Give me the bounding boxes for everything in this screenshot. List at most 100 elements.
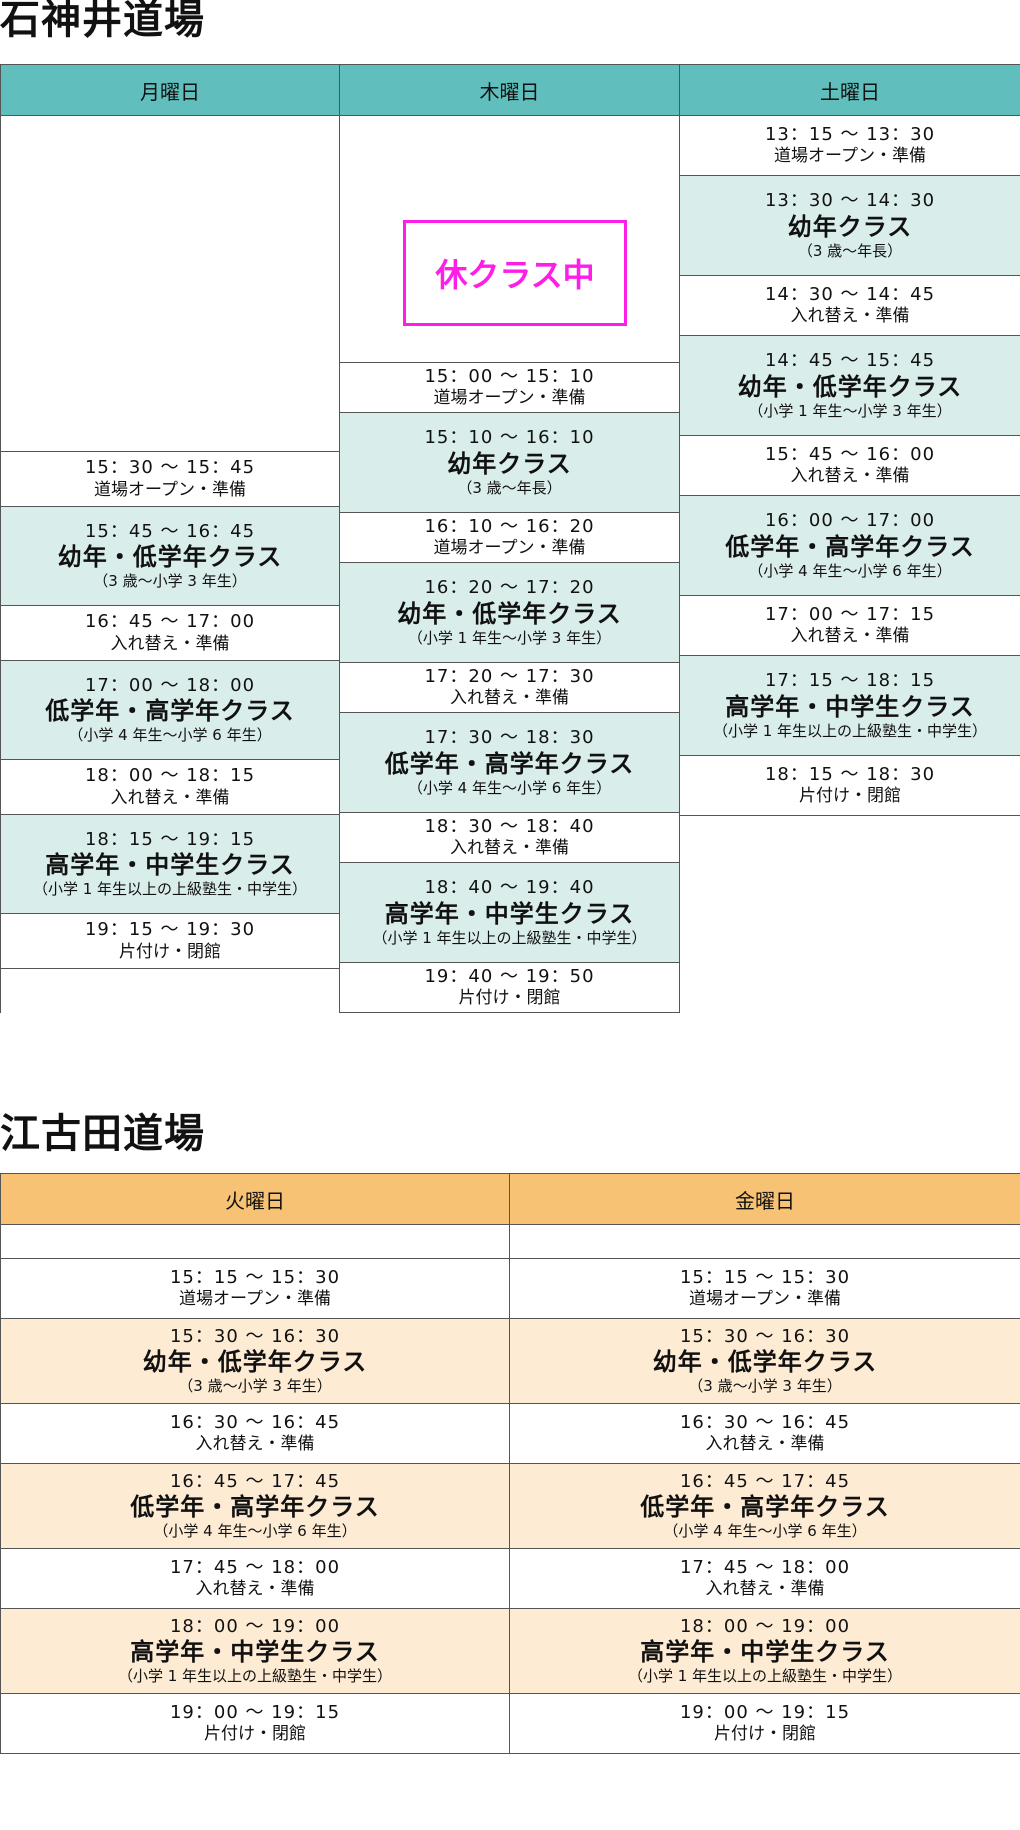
class-name: 低学年・高学年クラス <box>384 749 635 778</box>
empty-slot <box>1 116 339 452</box>
slot-time: 16：10 ～ 16：20 <box>424 515 595 537</box>
class-name: 幼年・低学年クラス <box>397 599 622 628</box>
dojo-title-shakujii: 石神井道場 <box>0 0 205 43</box>
slot-label: 道場オープン・準備 <box>94 479 246 500</box>
slot-time: 16：00 ～ 17：00 <box>764 510 936 532</box>
class-age-note: （3 歳～小学 3 年生） <box>178 1377 332 1396</box>
slot-time: 15：10 ～ 16：10 <box>424 427 595 449</box>
class-age-note: （小学 4 年生～小学 6 年生） <box>68 726 272 745</box>
day-header: 火曜日 <box>1 1173 509 1225</box>
class-age-note: （小学 4 年生～小学 6 年生） <box>748 561 952 580</box>
class-name: 高学年・中学生クラス <box>640 1638 890 1667</box>
class-name: 低学年・高学年クラス <box>640 1493 890 1522</box>
slot-time: 15：30 ～ 15：45 <box>84 457 256 479</box>
slot-label: 入れ替え・準備 <box>110 633 230 654</box>
day-header: 土曜日 <box>680 64 1020 116</box>
slot-time: 15：30 ～ 16：30 <box>679 1325 851 1347</box>
slot-time: 15：30 ～ 16：30 <box>169 1325 341 1347</box>
class-name: 幼年・低学年クラス <box>57 543 283 572</box>
class-age-note: （小学 4 年生～小学 6 年生） <box>153 1522 357 1541</box>
class-age-note: （小学 1 年生～小学 3 年生） <box>748 401 952 420</box>
class-name: 幼年・低学年クラス <box>652 1348 878 1377</box>
slot-label: 入れ替え・準備 <box>450 838 569 859</box>
class-age-note: （3 歳～小学 3 年生） <box>93 572 247 591</box>
slot-label: 片付け・閉館 <box>714 1724 816 1745</box>
slot-time: 19：00 ～ 19：15 <box>679 1701 851 1723</box>
slot-label: 道場オープン・準備 <box>179 1289 331 1310</box>
slot-label: 入れ替え・準備 <box>790 306 910 327</box>
class-age-note: （小学 1 年生以上の上級塾生・中学生） <box>712 721 988 740</box>
slot-time: 17：30 ～ 18：30 <box>424 727 595 749</box>
slot-time: 18：00 ～ 19：00 <box>169 1615 341 1637</box>
slot-time: 15：45 ～ 16：00 <box>764 443 936 465</box>
class-age-note: （小学 1 年生～小学 3 年生） <box>407 628 612 647</box>
empty-slot <box>1 1225 509 1259</box>
class-age-note: （3 歳～年長） <box>457 478 562 497</box>
class-name: 高学年・中学生クラス <box>45 851 295 880</box>
slot-label: 道場オープン・準備 <box>433 388 586 409</box>
day-header: 金曜日 <box>510 1173 1020 1225</box>
slot-label: 入れ替え・準備 <box>705 1579 825 1600</box>
class-age-note: （3 歳～小学 3 年生） <box>688 1377 842 1396</box>
slot-time: 14：45 ～ 15：45 <box>764 350 936 372</box>
class-name: 高学年・中学生クラス <box>725 692 975 721</box>
slot-time: 19：40 ～ 19：50 <box>424 965 595 987</box>
slot-label: 入れ替え・準備 <box>705 1434 825 1455</box>
class-name: 幼年・低学年クラス <box>142 1348 368 1377</box>
class-age-note: （小学 4 年生～小学 6 年生） <box>663 1522 867 1541</box>
class-name: 幼年・低学年クラス <box>737 372 963 401</box>
slot-time: 14：30 ～ 14：45 <box>764 283 936 305</box>
slot-time: 16：30 ～ 16：45 <box>679 1411 851 1433</box>
class-age-note: （小学 1 年生以上の上級塾生・中学生） <box>32 880 308 899</box>
empty-slot <box>340 116 679 363</box>
class-age-note: （3 歳～年長） <box>797 241 903 260</box>
slot-time: 17：20 ～ 17：30 <box>424 665 595 687</box>
class-age-note: （小学 1 年生以上の上級塾生・中学生） <box>627 1667 903 1686</box>
slot-time: 18：30 ～ 18：40 <box>424 815 595 837</box>
class-age-note: （小学 1 年生以上の上級塾生・中学生） <box>372 928 647 947</box>
slot-time: 18：00 ～ 19：00 <box>679 1615 851 1637</box>
slot-time: 16：45 ～ 17：45 <box>679 1470 851 1492</box>
slot-time: 16：45 ～ 17：45 <box>169 1470 341 1492</box>
slot-label: 片付け・閉館 <box>799 786 901 807</box>
class-name: 高学年・中学生クラス <box>384 899 635 928</box>
dojo-title-ekoda: 江古田道場 <box>0 1111 205 1157</box>
class-name: 幼年クラス <box>447 449 572 478</box>
slot-time: 17：45 ～ 18：00 <box>679 1556 851 1578</box>
slot-time: 13：15 ～ 13：30 <box>764 123 936 145</box>
slot-time: 17：00 ～ 17：15 <box>764 603 936 625</box>
slot-label: 片付け・閉館 <box>204 1724 306 1745</box>
slot-label: 入れ替え・準備 <box>110 787 230 808</box>
slot-time: 16：20 ～ 17：20 <box>424 577 595 599</box>
